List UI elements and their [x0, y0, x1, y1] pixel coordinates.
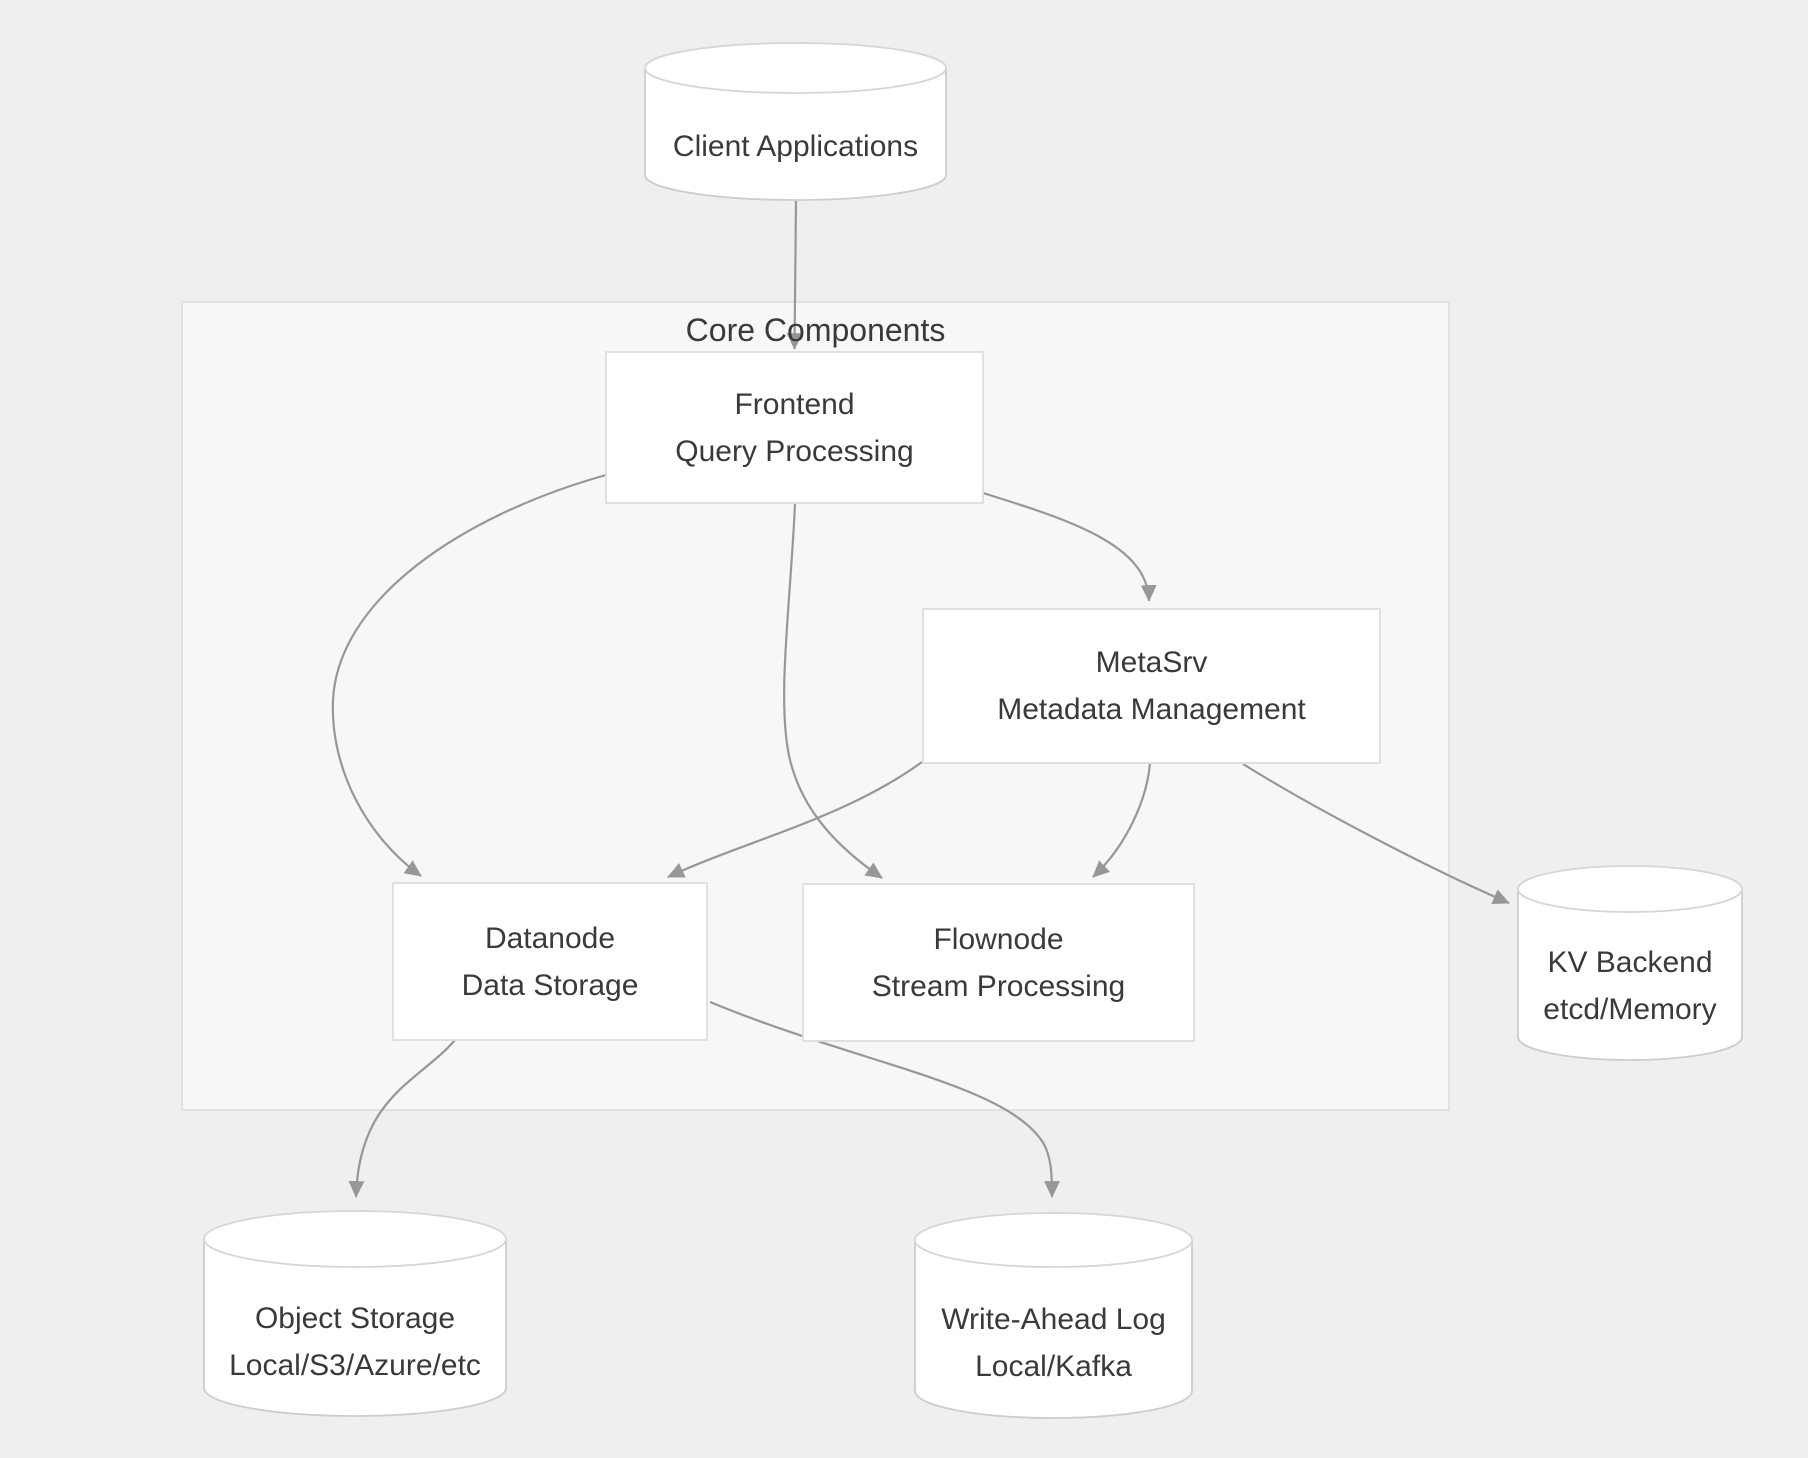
- client-applications-cylinder: [644, 42, 947, 201]
- frontend-node-box: [605, 351, 984, 504]
- node-group: [392, 351, 1381, 1042]
- edge-metasrv-to-flownode: [1092, 762, 1152, 878]
- flownode-node-box: [802, 883, 1195, 1042]
- edge-frontend-to-datanode: [331, 473, 607, 877]
- edge-metasrv-to-kv-backend: [1242, 763, 1510, 905]
- object-storage-cylinder: [203, 1210, 507, 1417]
- edge-metasrv-to-datanode: [667, 761, 923, 878]
- edge-client-to-frontend: [786, 200, 803, 350]
- cylinder-group: [203, 42, 1743, 1419]
- kv-backend-cylinder: [1517, 865, 1743, 1061]
- write-ahead-log-cylinder: [914, 1212, 1193, 1419]
- edge-datanode-to-object-storage: [348, 1039, 456, 1198]
- datanode-node-box: [392, 882, 708, 1041]
- metasrv-node-box: [922, 608, 1381, 764]
- edge-frontend-to-metasrv: [982, 491, 1157, 602]
- edge-frontend-to-flownode: [783, 502, 883, 879]
